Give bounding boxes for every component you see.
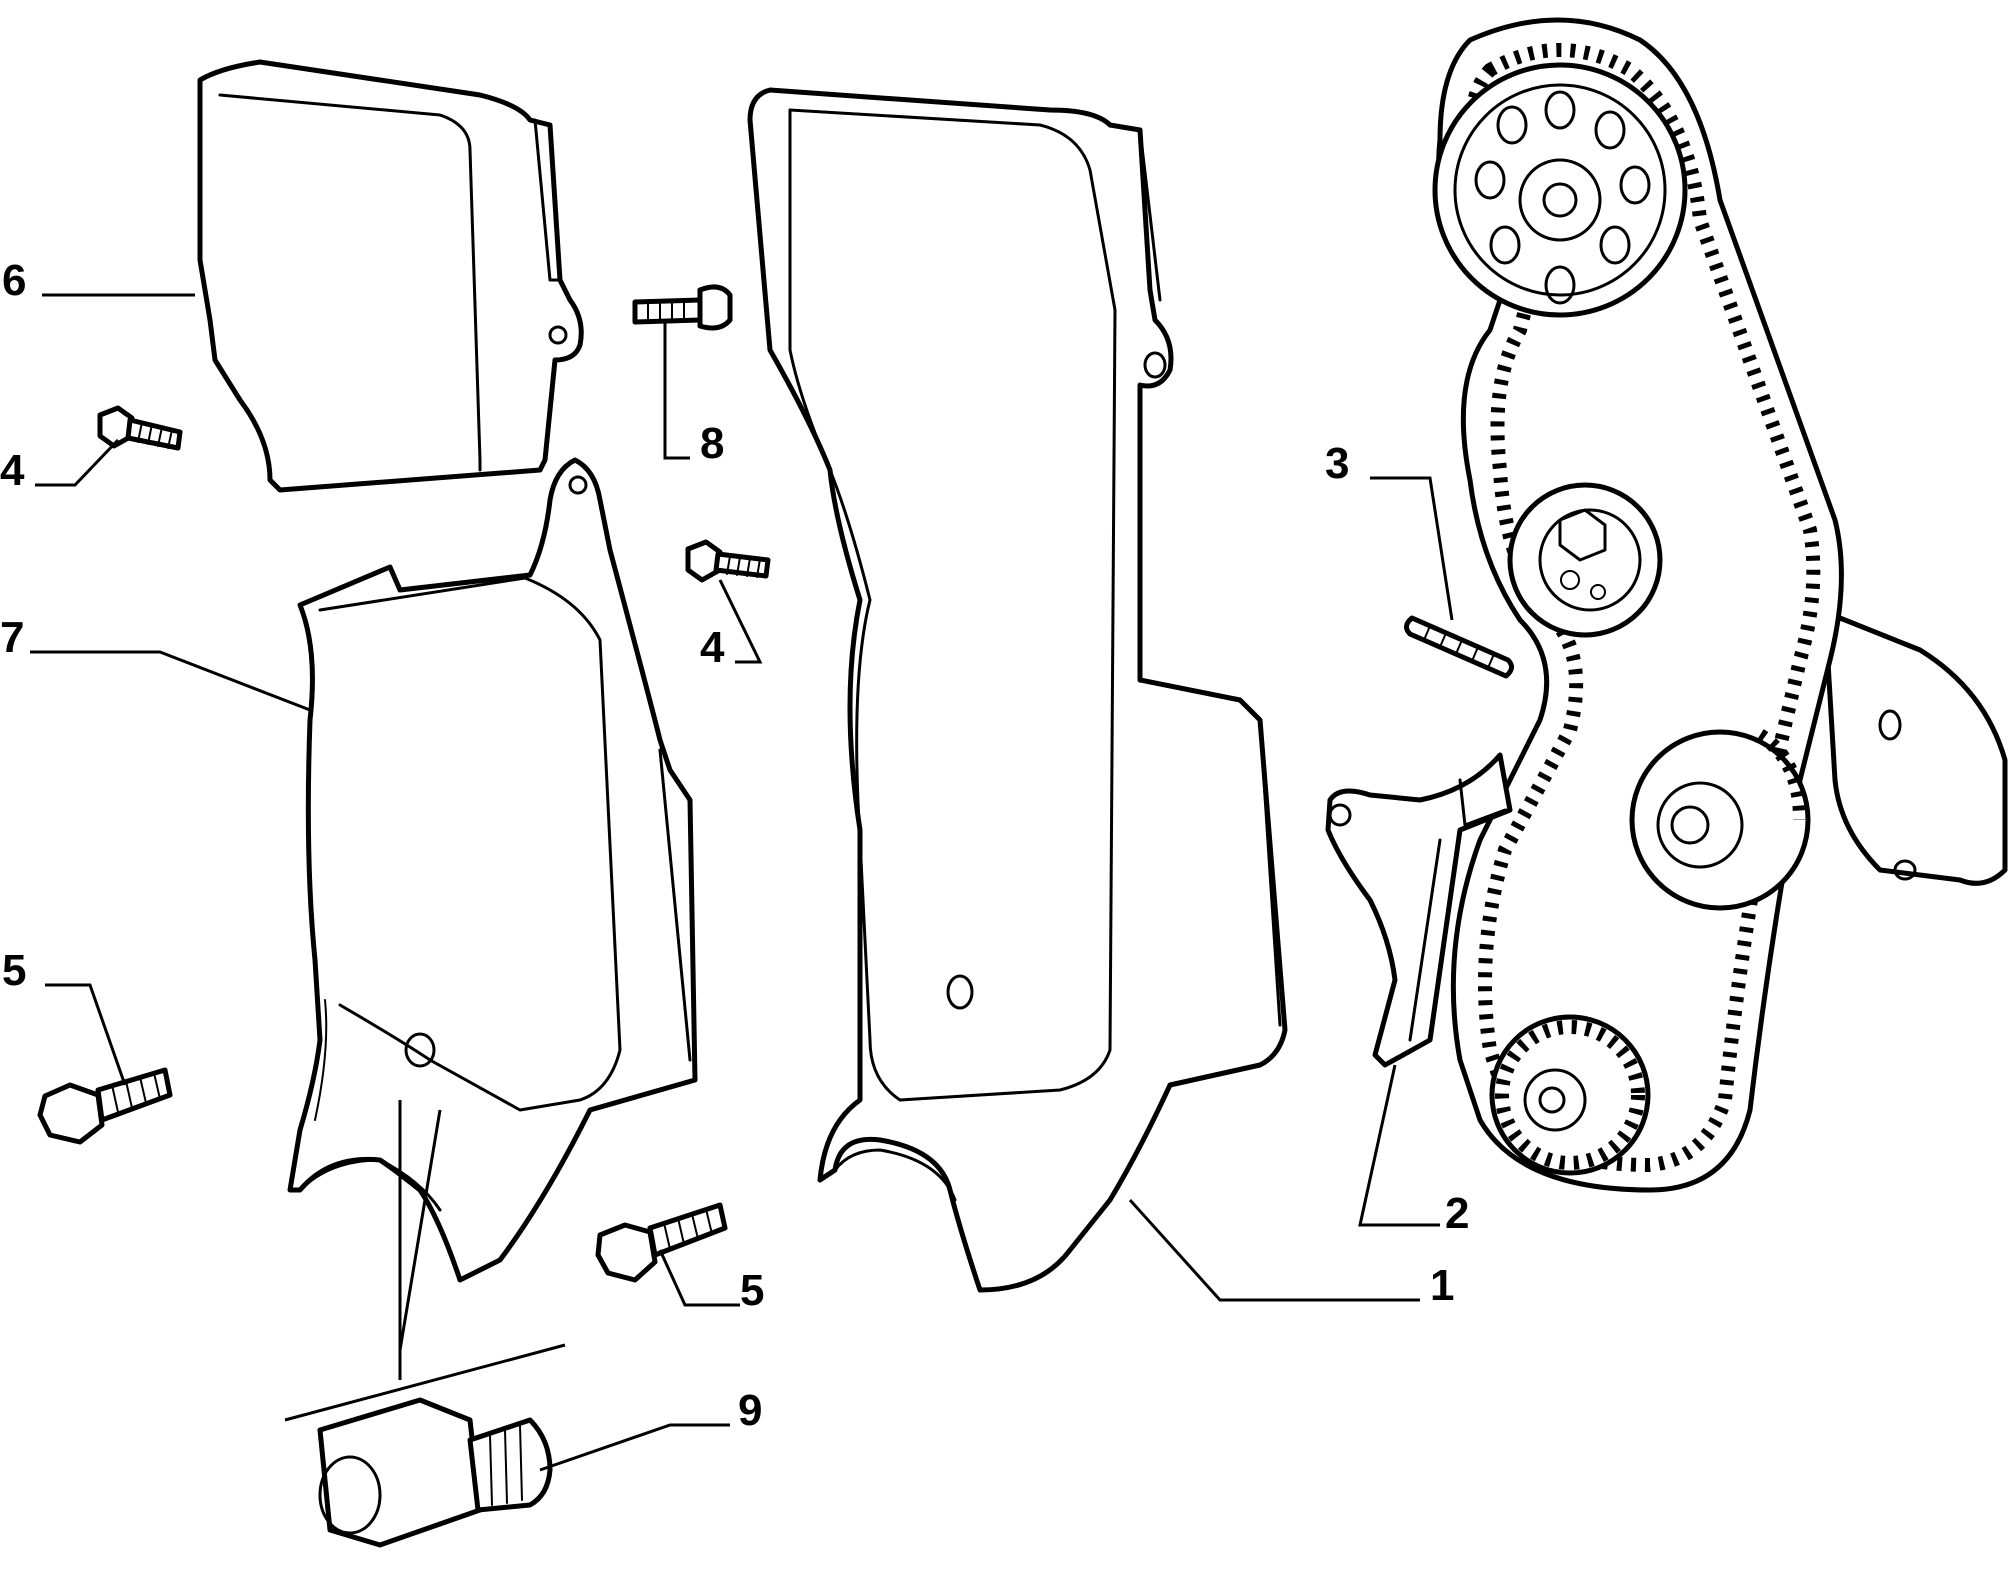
- stud-bore: [318, 1455, 382, 1535]
- callout-3: 3: [1325, 439, 1349, 488]
- tensioner-hole: [1590, 584, 1606, 600]
- pulley-rim: [1453, 83, 1667, 297]
- pulley-bore: [1542, 182, 1578, 218]
- crankshaft-teeth: [1495, 1020, 1645, 1170]
- part-5-bolt-b: [595, 1202, 728, 1283]
- intermediate-bore: [1670, 805, 1710, 845]
- flange-hole: [1893, 859, 1917, 881]
- part-2-bracket: [1325, 752, 1513, 1068]
- intermediate-hub: [1656, 781, 1744, 869]
- callout-8: 8: [700, 419, 724, 468]
- leader-8: [663, 322, 690, 460]
- leader-2: [1358, 1064, 1440, 1227]
- callout-4a: 4: [0, 446, 25, 495]
- engine-flange: [1822, 609, 2008, 886]
- callout-4b: 4: [700, 623, 725, 672]
- leader-lines: [30, 293, 1454, 1472]
- tensioner-pulley: [1507, 482, 1663, 638]
- leader-3: [1370, 476, 1454, 621]
- callout-9: 9: [738, 1386, 762, 1435]
- part-1-rear-cover: [747, 87, 1288, 1293]
- part-9-stud: [284, 1100, 566, 1548]
- leader-9: [539, 1423, 730, 1472]
- part-3-pin: [1404, 615, 1514, 679]
- leader-4a: [35, 438, 120, 487]
- part-7-lower-cover: [287, 457, 698, 1283]
- tensioner-hole: [1560, 570, 1580, 590]
- bracket-hole: [1328, 803, 1352, 827]
- callout-1: 1: [1430, 1261, 1454, 1310]
- callout-2: 2: [1445, 1189, 1469, 1238]
- cover-hole: [1143, 351, 1167, 379]
- timing-belt-assembly: [1432, 17, 2008, 1193]
- lower-cover-hole: [568, 475, 588, 495]
- callout-5b: 5: [740, 1266, 764, 1315]
- part-8-screw: [632, 284, 733, 331]
- pulley-lightening-holes: [1474, 90, 1651, 305]
- crankshaft-hub: [1523, 1068, 1587, 1132]
- upper-cover-hole: [548, 325, 568, 345]
- flange-hole: [1878, 709, 1902, 741]
- part-6-upper-cover: [197, 59, 584, 493]
- intermediate-pulley: [1629, 729, 1811, 911]
- part-4-screw-b: [685, 539, 771, 583]
- cover-hole: [946, 974, 974, 1010]
- callout-labels: 1 2 3 4 4 5 5 6 7 8 9: [0, 256, 1469, 1435]
- callout-5a: 5: [2, 946, 26, 995]
- callout-6: 6: [2, 256, 26, 305]
- crankshaft-pulley: [1489, 1014, 1651, 1176]
- tensioner-inner: [1538, 508, 1642, 612]
- tensioner-nut-icon: [1558, 508, 1607, 562]
- leader-5b: [658, 1249, 740, 1307]
- leader-5a: [45, 983, 127, 1086]
- leader-1: [1128, 1198, 1420, 1302]
- callout-7: 7: [0, 613, 24, 662]
- part-4-screw-a: [97, 405, 183, 451]
- leader-7: [30, 650, 311, 712]
- leader-4b: [718, 579, 763, 664]
- part-5-bolt-a: [37, 1067, 173, 1145]
- lower-cover-hole: [404, 1032, 436, 1068]
- crankshaft-bore: [1538, 1086, 1566, 1114]
- intermediate-teeth: [1756, 729, 1807, 821]
- pulley-hub: [1518, 158, 1602, 242]
